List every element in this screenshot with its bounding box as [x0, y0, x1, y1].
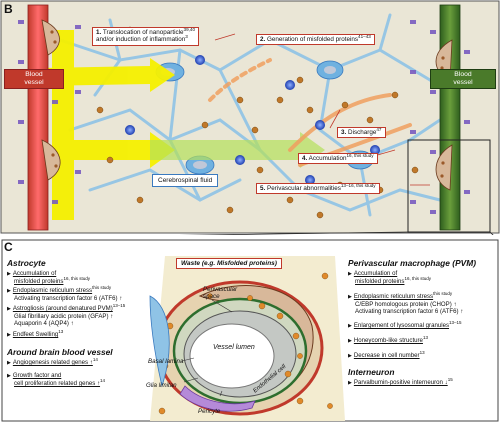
pvm-item-1-sup: 16, this study	[404, 276, 431, 282]
step-5-callout: 5. Perivascular abnormalities13–16, this…	[256, 182, 380, 195]
perivascular-space-label: Perivascular space	[203, 286, 238, 300]
blood-vessel-left-label: Blood vessel	[4, 69, 64, 89]
blood-vessel-right-label: Blood vessel	[430, 69, 496, 89]
step-3-text: Discharge	[348, 129, 377, 136]
panel-c-illustration	[1, 239, 499, 422]
astrocyte-item-2-head: Endoplasmic reticulum stress	[12, 287, 93, 294]
blood-vessel-right-text: Blood vessel	[453, 71, 473, 86]
step-3-num: 3.	[341, 129, 347, 136]
astrocyte-item-2: ▶Endoplasmic reticulum stressthis study …	[7, 284, 123, 303]
vessel-item-1: ▶Angiogenesis related genes ↑14	[7, 356, 98, 366]
csf-label: Cerebrospinal fluid	[152, 174, 219, 187]
astrocyte-item-1-sup: 16, this study	[63, 276, 90, 282]
astrocyte-item-3-sub-1: Glial fibrillary acidic protein (GFAP) ↑	[14, 313, 114, 321]
astrocyte-item-3: ▶Astrogliosis (around denatured PVM)13–1…	[7, 302, 126, 328]
step-2-text: Generation of misfolded proteins	[267, 36, 359, 43]
pvm-item-1-head: Accumulation of	[353, 270, 398, 277]
pvm-item-5-sup: 13	[419, 349, 425, 355]
astrocyte-item-3-sub-2: Aquaporin 4 (AQP4) ↑	[14, 320, 74, 328]
astrocyte-item-1: ▶Accumulation of misfolded proteins16, t…	[7, 270, 90, 286]
step-1-sup: 39,40	[183, 26, 196, 32]
pvm-item-2: ▶Endoplasmic reticulum stressthis study …	[348, 290, 464, 316]
step-1-num: 1.	[96, 29, 102, 36]
panel-c-letter: C	[4, 240, 13, 254]
blood-vessel-left-text: Blood vessel	[24, 71, 44, 86]
vessel-item-2: ▶Growth factor and cell proliferation re…	[7, 372, 106, 388]
astrocyte-item-3-sup: 13–15	[112, 302, 126, 308]
astrocyte-item-3-head: Astrogliosis (around denatured PVM)	[12, 305, 113, 312]
interneuron-title: Interneuron	[348, 367, 395, 377]
step-1-text2: and/or induction of inflammation	[96, 36, 186, 44]
step-1-callout: 1. Translocation of nanoparticle39,40 an…	[92, 26, 200, 46]
panel-b: B Blood vessel Blood vessel Cerebrospina…	[0, 0, 500, 235]
vessel-item-1-sup: 14	[92, 356, 98, 362]
zoom-line-right	[489, 231, 494, 235]
interneuron-item-1-sup: 15	[447, 376, 453, 382]
waste-label: Waste (e.g. Misfolded proteins)	[176, 258, 282, 269]
pvm-item-4: ▶Honeycomb-like structure13	[348, 334, 428, 344]
step-5-sup: 13–16, this study	[340, 182, 376, 188]
step-2-callout: 2. Generation of misfolded proteins41–43	[256, 33, 375, 46]
astrocyte-item-2-sub-1: Activating transcription factor 6 (ATF6)…	[14, 295, 123, 303]
astrocyte-item-1-head: Accumulation of	[12, 270, 57, 277]
panel-b-illustration	[0, 0, 500, 235]
pvm-title: Perivascular macrophage (PVM)	[348, 258, 477, 268]
blood-vessel-left	[27, 4, 49, 231]
pvm-item-3-head: Enlargement of lysosomal granules	[353, 322, 450, 329]
vessel-item-2-head2: cell proliferation related genes ↑	[14, 380, 101, 388]
step-2-num: 2.	[260, 36, 266, 43]
step-5-text: Perivascular abnormalities	[267, 185, 341, 192]
pvm-item-3: ▶Enlargement of lysosomal granules13–15	[348, 319, 462, 329]
vessel-item-1-head: Angiogenesis related genes ↑	[12, 359, 93, 366]
step-4-text: Accumulation	[308, 155, 347, 162]
astrocyte-item-4-sup: 13	[58, 328, 64, 334]
step-1-text: Translocation of nanoparticle	[102, 29, 184, 36]
vessel-lumen-label: Vessel lumen	[213, 344, 255, 351]
pvm-item-4-sup: 13	[422, 334, 428, 340]
vessel-title: Around brain blood vessel	[7, 347, 113, 357]
basal-lamina-label: Basal lamina	[148, 358, 184, 365]
pvm-item-1-head2: misfolded proteins	[355, 278, 405, 286]
astrocyte-item-4: ▶Endfeet Swelling13	[7, 328, 64, 338]
astrocyte-title: Astrocyte	[7, 258, 46, 268]
pvm-item-2-sub-1: C/EBP homologous protein (CHOP) ↑	[355, 301, 457, 309]
interneuron-item-1: ▶Parvalbumin-positive interneuron ↓15	[348, 376, 453, 386]
step-4-num: 4.	[302, 155, 308, 162]
pvm-item-2-head: Endoplasmic reticulum stress	[353, 293, 434, 300]
pvm-item-4-head: Honeycomb-like structure	[353, 337, 423, 344]
panel-b-letter: B	[4, 2, 13, 16]
zoom-line-left	[179, 231, 409, 235]
pvm-item-5: ▶Decrease in cell number13	[348, 349, 425, 359]
vessel-item-2-sup: 14	[100, 378, 106, 384]
pvm-item-2-sup: this study	[433, 290, 453, 296]
nanoparticles	[125, 55, 380, 185]
step-1-sup2: 3	[185, 34, 188, 40]
astrocyte-item-2-sup: this study	[92, 284, 112, 290]
step-4-callout: 4. Accumulation16, this study	[298, 152, 378, 165]
pvm-item-1: ▶Accumulation of misfolded proteins16, t…	[348, 270, 431, 286]
step-2-sup: 41–43	[358, 33, 371, 39]
step-3-callout: 3. Discharge47	[337, 126, 386, 139]
interneuron-item-1-head: Parvalbumin-positive interneuron ↓	[353, 379, 448, 386]
step-5-num: 5.	[260, 185, 266, 192]
blood-vessel-right	[439, 4, 461, 231]
panel-c: C Waste (e.g. Misfolded proteins) Periva…	[0, 236, 500, 423]
pvm-item-3-sup: 13–15	[449, 319, 462, 325]
astrocyte-item-4-head: Endfeet Swelling	[12, 331, 59, 338]
astrocyte-item-1-head2: misfolded proteins	[14, 278, 64, 286]
step-4-sup: 16, this study	[346, 152, 374, 158]
pvm-item-2-sub-2: Activating transcription factor 6 (ATF6)…	[355, 308, 464, 316]
glia-limitans-label: Glia limitan	[146, 382, 177, 389]
pericyte-label: Pericyte	[198, 408, 221, 415]
pvm-item-5-head: Decrease in cell number	[353, 352, 420, 359]
step-3-sup: 47	[376, 126, 382, 132]
vessel-item-2-head: Growth factor and	[12, 372, 62, 379]
